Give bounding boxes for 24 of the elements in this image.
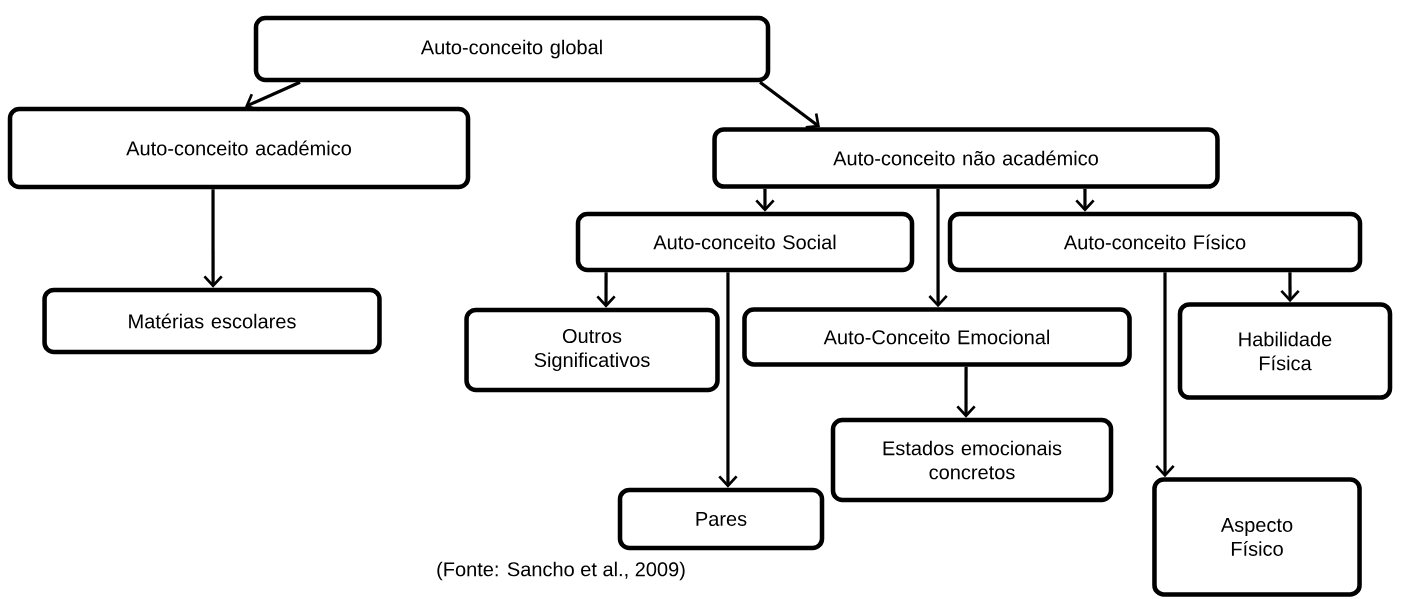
arrow xyxy=(203,189,223,288)
arrow xyxy=(1075,188,1095,212)
source-caption: (Fonte: Sancho et al., 2009) xyxy=(437,561,685,581)
arrow xyxy=(1280,272,1300,303)
arrow xyxy=(956,366,976,418)
arrow xyxy=(928,188,948,308)
concept-box: Auto-conceito não académico xyxy=(712,127,1220,189)
concept-box: Habilidade Física xyxy=(1177,302,1393,400)
concept-box: Auto-conceito global xyxy=(253,15,771,83)
arrow xyxy=(596,272,616,308)
concept-box: Aspecto Físico xyxy=(1152,477,1362,597)
concept-box: Pares xyxy=(617,487,825,551)
concept-box: Auto-conceito Social xyxy=(575,211,915,273)
concept-box: Auto-conceito académico xyxy=(7,106,471,190)
concept-box: Estados emocionais concretos xyxy=(830,417,1114,503)
concept-box: Auto-conceito Físico xyxy=(947,211,1363,273)
arrow xyxy=(755,188,775,212)
concept-box: Outros Significativos xyxy=(464,307,720,393)
concept-box: Auto-Conceito Emocional xyxy=(742,307,1132,367)
concept-box: Matérias escolares xyxy=(42,287,382,355)
arrow xyxy=(245,80,301,112)
arrow xyxy=(759,80,820,129)
arrow xyxy=(718,272,738,488)
arrow xyxy=(1155,272,1175,478)
